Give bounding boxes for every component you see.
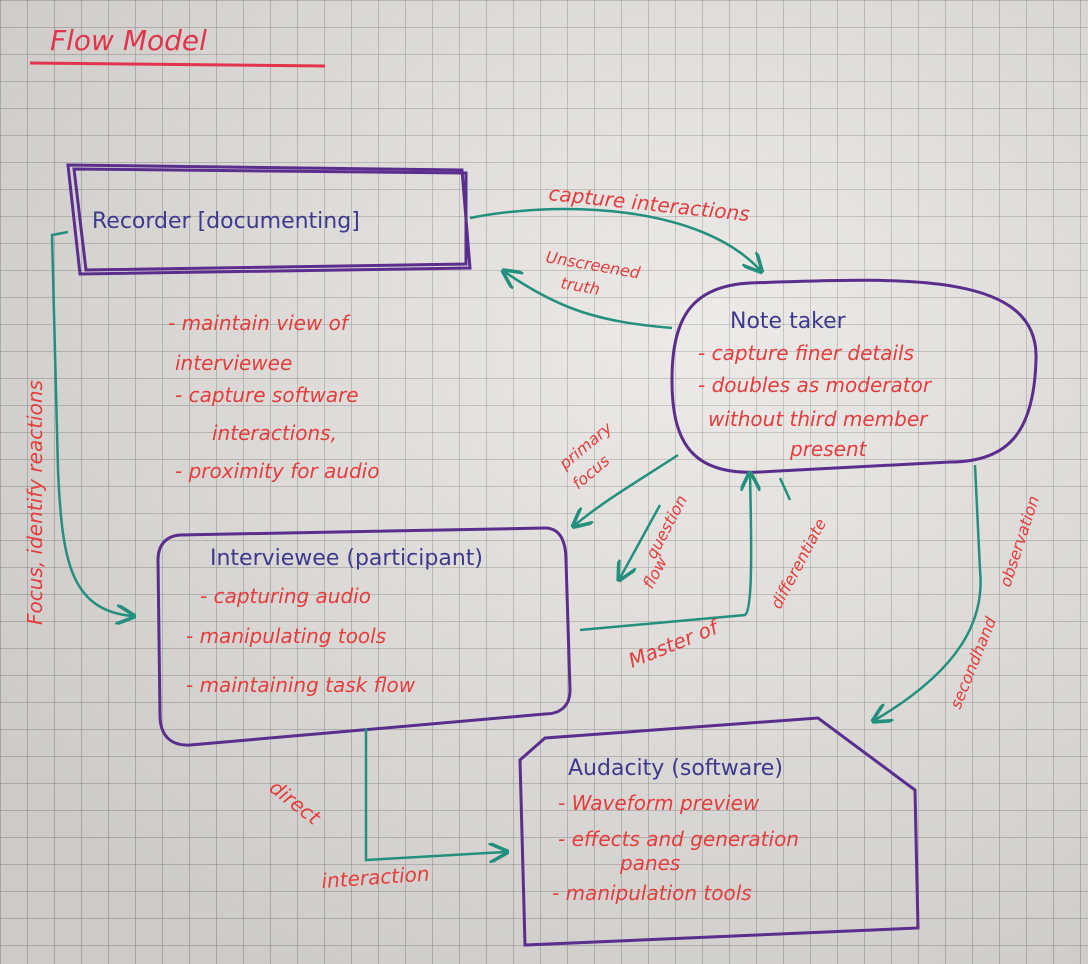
question-flow-arrow — [620, 504, 662, 578]
recorder-details: - maintain view of interviewee - capture… — [168, 311, 379, 483]
interviewee-item: - capturing audio — [200, 584, 371, 608]
edge-label-capture-interactions: capture interactions — [547, 181, 750, 226]
recorder-item: interviewee — [175, 351, 292, 375]
unscreened-truth-arrow — [505, 272, 673, 330]
audacity-item: - effects and generation — [558, 827, 799, 851]
audacity-item: - manipulation tools — [552, 881, 752, 905]
recorder-box — [66, 163, 472, 276]
recorder-item: - maintain view of — [168, 311, 351, 335]
recorder-label: Recorder [documenting] — [92, 209, 360, 234]
edge-label-interaction: interaction — [321, 862, 431, 893]
recorder-item: interactions, — [212, 421, 337, 445]
note-taker-label: Note taker — [730, 309, 847, 334]
interviewee-item: - maintaining task flow — [186, 673, 416, 697]
secondhand-observation-arrow — [875, 464, 982, 720]
note-taker-node: Note taker - capture finer details - dou… — [670, 278, 1038, 474]
recorder-node: Recorder [documenting] — [66, 163, 472, 276]
edge-label-differentiate: differentiate — [767, 515, 830, 612]
diagram-title: Flow Model — [50, 24, 207, 57]
edge-label-direct: direct — [265, 775, 326, 830]
audacity-item: - Waveform preview — [558, 791, 760, 815]
direct-interaction-arrow — [364, 728, 505, 860]
recorder-item: - capture software — [175, 383, 359, 407]
edge-label-truth: truth — [559, 273, 601, 299]
edge-label-unscreened: Unscreened — [544, 247, 642, 282]
edge-label-master-of: Master of — [625, 614, 724, 673]
audacity-node: Audacity (software) - Waveform preview -… — [518, 716, 920, 947]
edge-label-flow: flow — [639, 553, 672, 592]
primary-focus-arrow — [575, 453, 679, 525]
audacity-item: panes — [619, 851, 680, 875]
note-taker-item: without third member — [708, 407, 929, 431]
master-of-arrow — [579, 475, 751, 632]
interviewee-label: Interviewee (participant) — [210, 546, 483, 571]
note-taker-box — [670, 278, 1038, 474]
audacity-box — [518, 716, 920, 947]
focus-arrow — [50, 230, 132, 616]
interviewee-node: Interviewee (participant) - capturing au… — [156, 526, 572, 747]
edge-label-focus: Focus, identify reactions — [23, 380, 47, 625]
differentiate-tick — [778, 477, 792, 501]
note-taker-item: - capture finer details — [698, 341, 914, 365]
interviewee-item: - manipulating tools — [186, 624, 386, 648]
title-underline — [29, 61, 326, 68]
note-taker-item: - doubles as moderator — [698, 373, 933, 397]
recorder-item: - proximity for audio — [175, 459, 379, 483]
recorder-box-outline — [72, 167, 468, 272]
capture-interactions-arrow — [469, 207, 760, 270]
note-taker-item: present — [789, 437, 868, 461]
audacity-label: Audacity (software) — [568, 756, 783, 781]
edge-label-secondhand: secondhand — [946, 613, 1000, 711]
interviewee-box — [156, 526, 572, 747]
edge-label-observation: observation — [996, 493, 1043, 589]
